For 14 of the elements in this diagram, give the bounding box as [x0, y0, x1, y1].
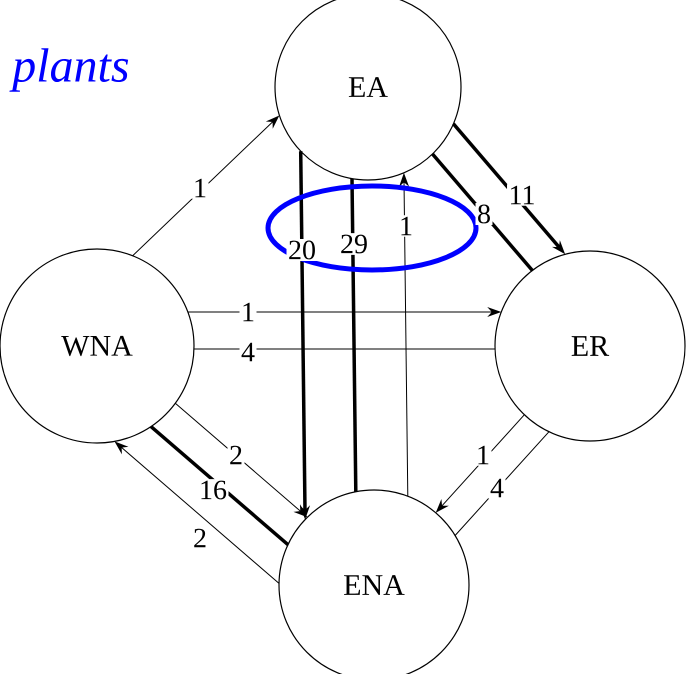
edge-label: 29 — [338, 233, 370, 255]
edge-label: 1 — [240, 301, 256, 323]
edge-label: 1 — [474, 444, 492, 466]
edge-label: 2 — [192, 527, 208, 549]
edge-label: 1 — [398, 215, 414, 237]
edge-label: 8 — [476, 203, 492, 225]
edge-label: 16 — [198, 479, 228, 501]
edge-label: 2 — [228, 444, 244, 466]
edge-label: 4 — [240, 341, 256, 363]
title: plants — [9, 48, 128, 92]
edge-label: 1 — [192, 177, 208, 199]
edge-label: 4 — [488, 477, 506, 499]
edge-label: 20 — [286, 239, 318, 261]
edge-label: 11 — [507, 184, 537, 206]
